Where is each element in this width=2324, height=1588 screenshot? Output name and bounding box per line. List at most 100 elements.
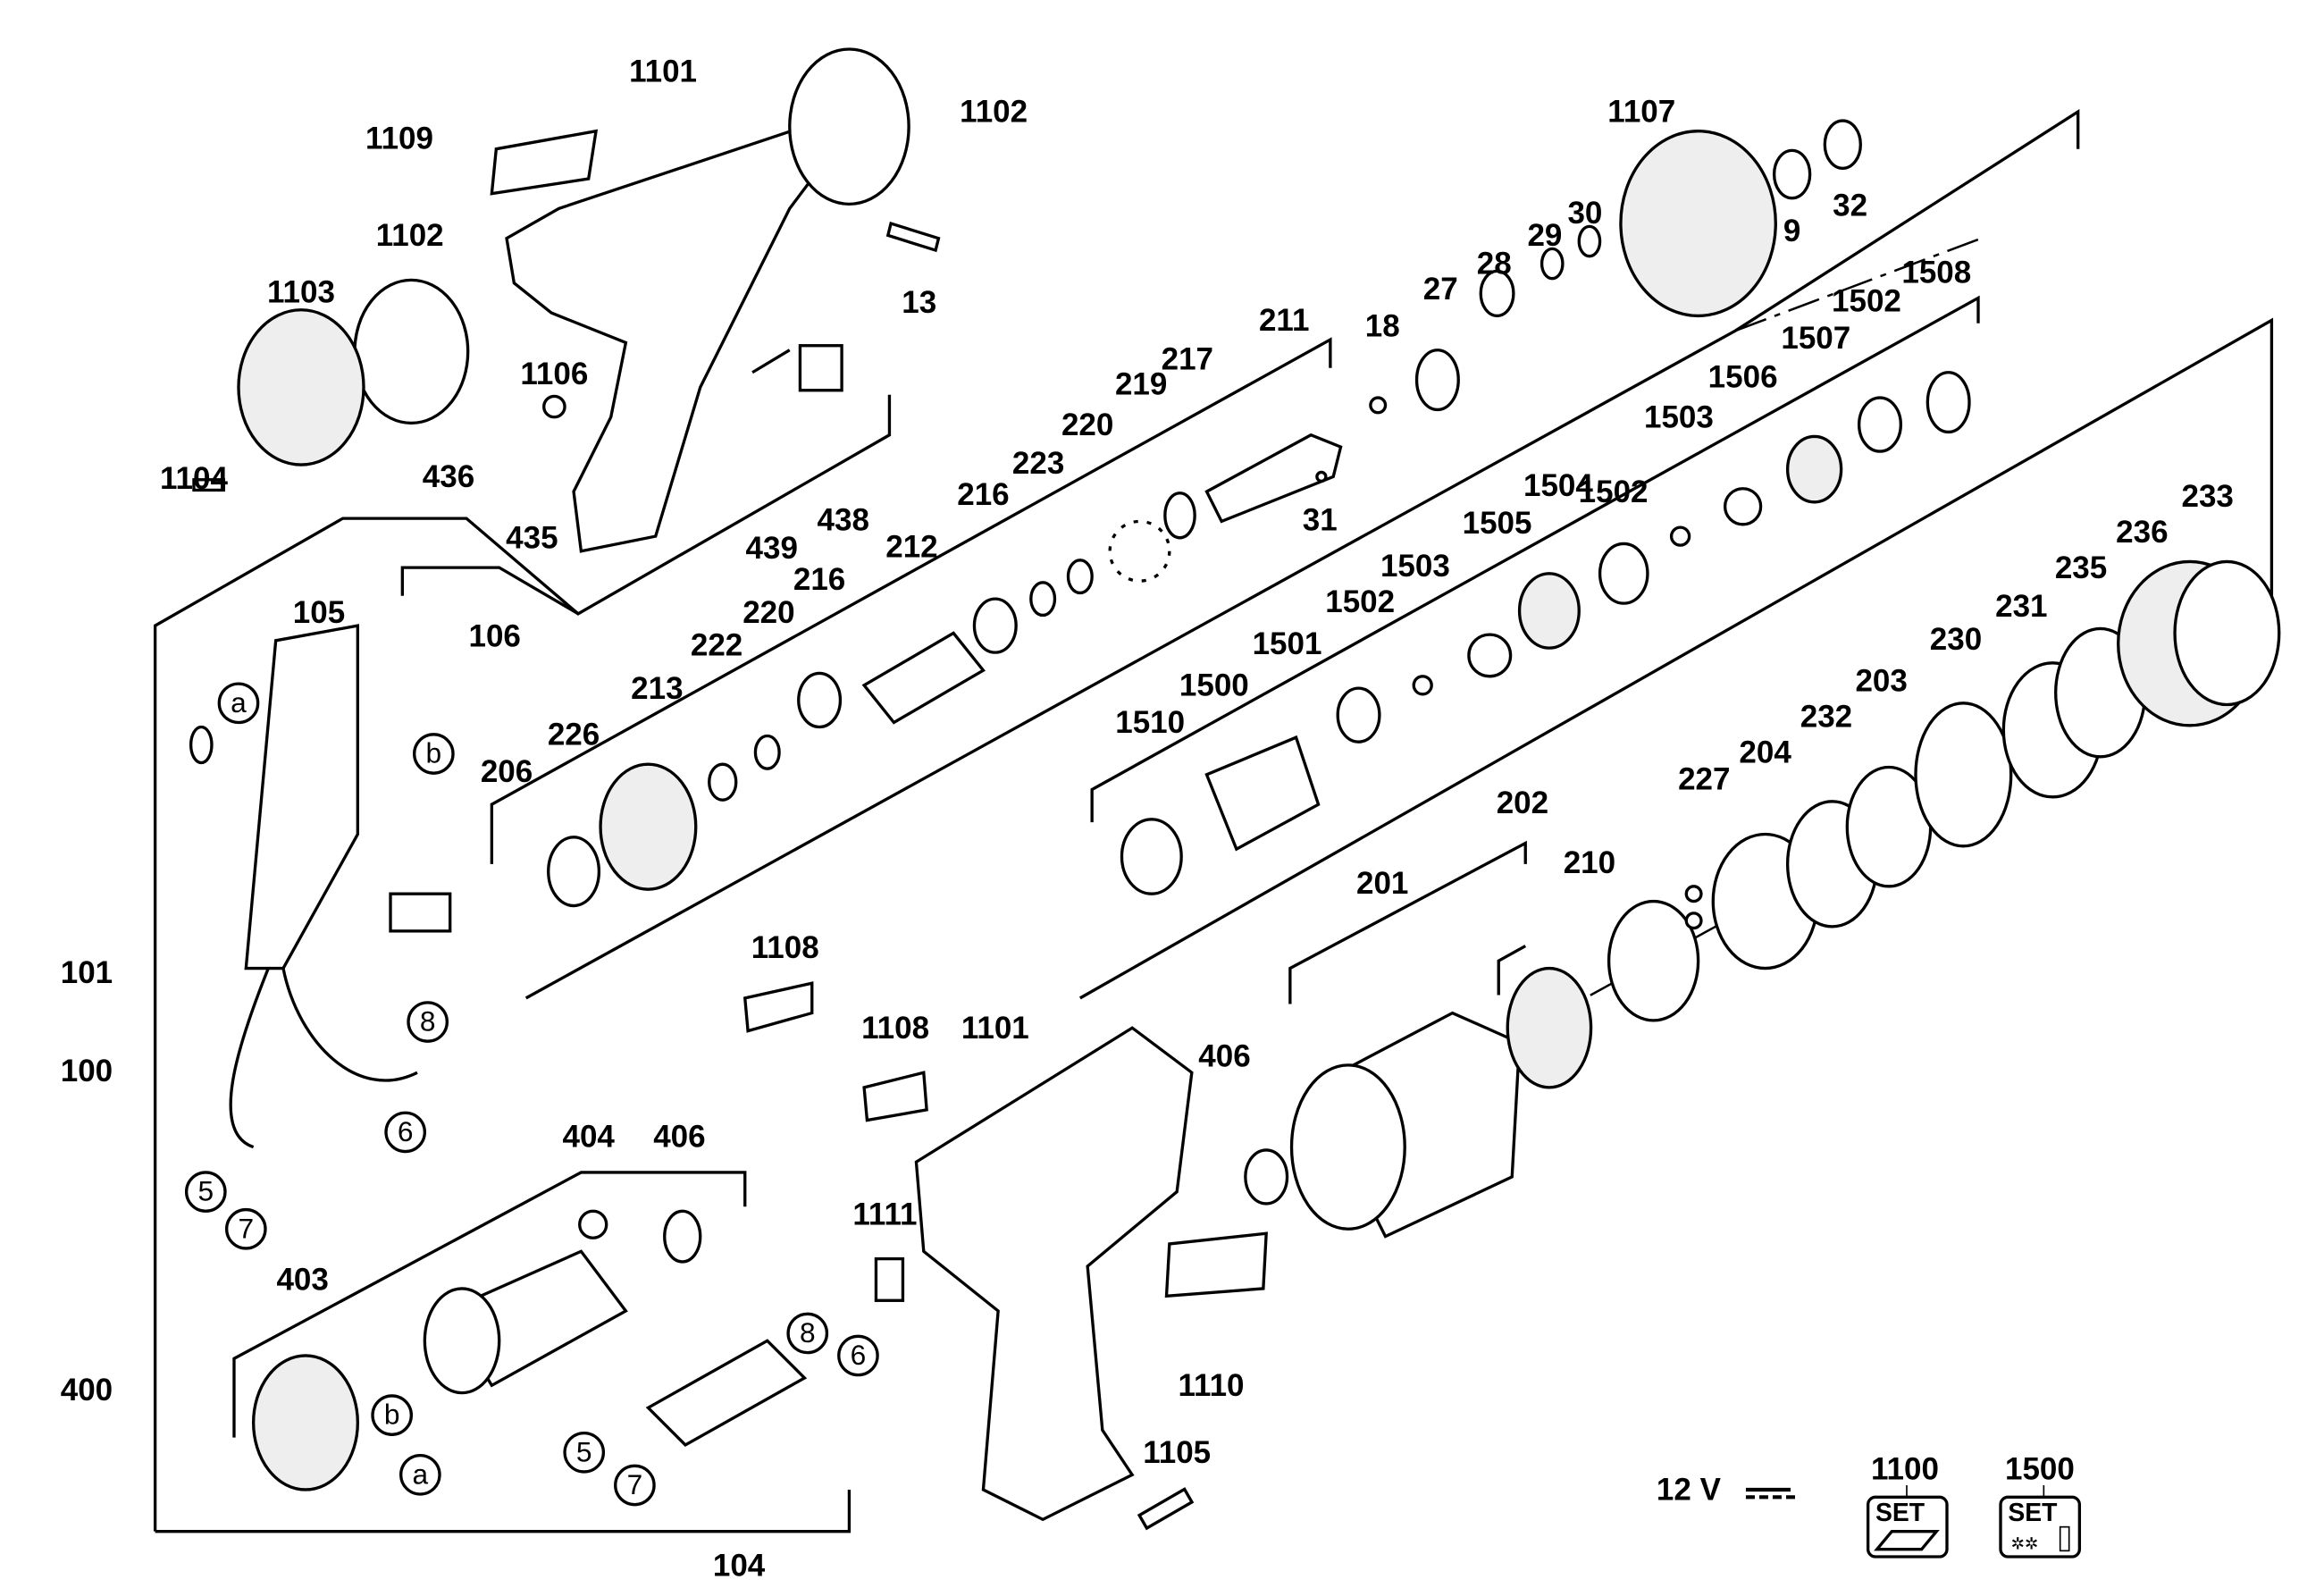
connector xyxy=(389,892,452,933)
part-label-1503: 1503 xyxy=(1380,549,1450,584)
part-label-30: 30 xyxy=(1567,196,1602,231)
spring-28 xyxy=(1479,269,1515,318)
ring-29 xyxy=(1540,247,1565,281)
connector-marker-a: a xyxy=(217,682,260,725)
part-label-32: 32 xyxy=(1833,189,1867,223)
ball-227b xyxy=(1684,912,1703,930)
part-label-202: 202 xyxy=(1497,786,1548,820)
marker-text: 6 xyxy=(398,1115,414,1147)
part-label-1506: 1506 xyxy=(1708,359,1778,394)
cap-1103 xyxy=(237,308,365,466)
spring-230 xyxy=(1914,702,2013,848)
part-label-1102: 1102 xyxy=(960,95,1028,130)
switch-module-101 xyxy=(244,624,359,970)
part-label-27: 27 xyxy=(1423,272,1458,307)
part-label-222: 222 xyxy=(691,627,743,662)
connector-marker-5: 5 xyxy=(563,1431,606,1474)
axis-line-4 xyxy=(1734,237,1982,332)
ring-gear-1501 xyxy=(1204,735,1321,852)
bushing-1510 xyxy=(1120,818,1183,895)
marker-text: 8 xyxy=(420,1005,436,1038)
set-number: 1100 xyxy=(1871,1451,1939,1486)
connector-marker-6: 6 xyxy=(837,1334,879,1377)
washer-1502b xyxy=(1598,542,1649,605)
part-label-233: 233 xyxy=(2182,479,2234,514)
connector-marker-b: b xyxy=(413,733,455,775)
part-label-212: 212 xyxy=(885,529,937,564)
washer-9 xyxy=(1772,148,1812,200)
ring-32 xyxy=(1823,119,1862,171)
part-label-1501: 1501 xyxy=(1253,626,1322,661)
part-label-403: 403 xyxy=(276,1263,328,1298)
pin-1111 xyxy=(874,1256,905,1302)
gear-housing-opening xyxy=(1289,1063,1406,1231)
bracket-206 xyxy=(490,337,1332,864)
carrier-1507 xyxy=(1785,434,1843,504)
part-label-1507: 1507 xyxy=(1781,321,1850,356)
set-1500: 1500 SET ✲✲ xyxy=(1999,1451,2082,1559)
spring-439 xyxy=(751,349,791,374)
part-label-100: 100 xyxy=(61,1054,113,1088)
part-label-211: 211 xyxy=(1259,303,1309,338)
marker-text: a xyxy=(413,1458,429,1490)
circlip-226 xyxy=(547,836,601,908)
bracket-201 xyxy=(1288,840,1527,1004)
part-label-31: 31 xyxy=(1303,502,1338,537)
label-1109 xyxy=(490,129,599,196)
shaft-211 xyxy=(1204,433,1343,524)
part-label-236: 236 xyxy=(2116,515,2168,550)
part-label-232: 232 xyxy=(1800,699,1852,734)
part-label-1502: 1502 xyxy=(1832,283,1901,318)
led xyxy=(189,725,214,765)
part-label-204: 204 xyxy=(1739,735,1791,769)
balls-219 xyxy=(1108,519,1171,583)
switch-438 xyxy=(798,344,843,392)
part-label-1503: 1503 xyxy=(1644,399,1714,434)
ring-30 xyxy=(1577,224,1602,258)
ring-217 xyxy=(1163,492,1196,540)
part-label-1500: 1500 xyxy=(1179,668,1249,702)
connector-marker-6: 6 xyxy=(384,1111,427,1154)
bearing-216b xyxy=(797,671,843,729)
marker-text: 7 xyxy=(239,1212,255,1244)
roller-1503 xyxy=(1669,525,1691,547)
ring-222 xyxy=(708,762,738,802)
connector-marker-7: 7 xyxy=(614,1464,656,1507)
housing-half-1101-bottom xyxy=(914,1026,1194,1522)
part-label-1108: 1108 xyxy=(861,1011,929,1046)
spindle-212 xyxy=(861,631,986,725)
dash-axis-2 xyxy=(1078,317,2274,1000)
bracket-436 xyxy=(400,566,579,616)
part-label-220: 220 xyxy=(1061,408,1113,442)
part-label-220: 220 xyxy=(743,595,794,630)
connector-marker-5: 5 xyxy=(184,1171,227,1213)
set-badge: SET xyxy=(2008,1499,2057,1527)
connector-marker-8: 8 xyxy=(786,1312,829,1355)
clip-1108b xyxy=(862,1071,928,1122)
part-label-104: 104 xyxy=(713,1549,766,1584)
part-label-1104: 1104 xyxy=(160,461,228,496)
washer-1502c xyxy=(1336,686,1381,744)
part-label-226: 226 xyxy=(548,717,600,752)
part-label-1101: 1101 xyxy=(961,1011,1029,1046)
parts xyxy=(189,47,2281,1531)
screw-1105 xyxy=(1137,1487,1195,1531)
oring-406b xyxy=(1244,1148,1289,1206)
legend: 12 V 1100 SET 1500 SET ✲✲ xyxy=(1657,1451,2082,1559)
part-label-1504: 1504 xyxy=(1523,468,1593,503)
part-label-1505: 1505 xyxy=(1463,506,1532,541)
part-label-216: 216 xyxy=(793,562,845,597)
part-label-28: 28 xyxy=(1477,247,1512,281)
part-label-217: 217 xyxy=(1162,341,1213,376)
clip-1108 xyxy=(743,981,814,1033)
part-label-1107: 1107 xyxy=(1607,95,1675,130)
part-label-1106: 1106 xyxy=(520,357,588,391)
housing-half-1101-top xyxy=(505,124,837,553)
part-label-29: 29 xyxy=(1527,218,1562,253)
part-label-1103: 1103 xyxy=(267,274,335,309)
part-label-219: 219 xyxy=(1115,367,1167,402)
bushing-27 xyxy=(1414,349,1460,412)
motor-endcap xyxy=(423,1287,501,1395)
